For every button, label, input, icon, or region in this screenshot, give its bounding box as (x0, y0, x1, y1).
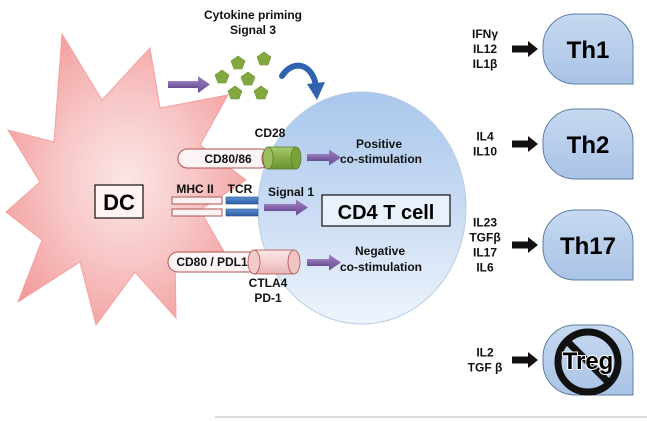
prohibition-icon (554, 328, 622, 396)
cytokine-label: IL6 (476, 261, 494, 275)
tcr-molecule (225, 196, 259, 217)
cytokine-label: IL1β (473, 57, 498, 71)
cytokine-label: TGFβ (469, 231, 500, 245)
negative-sublabel: co-stimulation (340, 260, 422, 274)
subset-arrow (512, 136, 538, 152)
cytokine-pentagon (240, 71, 256, 86)
mhc2-label: MHC II (176, 182, 213, 196)
cytokine-pentagon (256, 51, 272, 66)
subset-shape (542, 209, 634, 281)
ctla4-label: CTLA4 (249, 276, 288, 290)
dc-label-box (94, 184, 144, 219)
cytokine-label: TGF β (468, 361, 503, 375)
cd28-label: CD28 (255, 126, 286, 140)
cytokine-pentagons (214, 51, 272, 100)
subset-arrow (512, 237, 538, 253)
cytokine-pentagon (230, 55, 246, 70)
dc-cell-shape (5, 32, 247, 327)
cytokine-label: IL12 (473, 42, 497, 56)
cytokine-pentagon (253, 85, 269, 100)
tcr-label: TCR (228, 182, 253, 196)
cd80-86-label: CD80/86 (204, 152, 252, 166)
subset-label: Th17 (560, 233, 616, 260)
dc-label: DC (103, 190, 135, 215)
cd28-receptor (262, 146, 302, 170)
positive-costim-arrow (307, 149, 341, 166)
priming-arrow (168, 76, 210, 93)
cd80-pdl1-label: CD80 / PDL1 (176, 255, 248, 269)
pd1-label: PD-1 (254, 291, 282, 305)
negative-costim-arrow (307, 254, 341, 271)
negative-label: Negative (355, 244, 405, 258)
cytokine-pentagon (214, 69, 230, 84)
cytokine-label: IL2 (476, 346, 494, 360)
subset-shape (542, 108, 634, 180)
cytokine-label: IL23 (473, 216, 497, 230)
signal1-arrow (264, 199, 308, 216)
subset-shape (542, 13, 634, 85)
cytokine-label: IL4 (476, 130, 494, 144)
prohibition-slash (564, 338, 612, 386)
priming-curve-arrow (279, 62, 325, 100)
subset-label: Treg (563, 348, 614, 375)
subset-arrow (512, 41, 538, 57)
priming-subtitle: Signal 3 (230, 23, 276, 37)
subset-arrow (512, 352, 538, 368)
mhc2-molecule (171, 196, 223, 217)
priming-title: Cytokine priming (204, 8, 302, 22)
positive-sublabel: co-stimulation (340, 152, 422, 166)
subset-label: Th1 (567, 37, 610, 64)
cytokine-label: IL10 (473, 145, 497, 159)
cytokine-label: IFNγ (472, 27, 498, 41)
cytokine-pentagon (227, 85, 243, 100)
tcell-label: CD4 T cell (338, 202, 435, 224)
positive-label: Positive (356, 137, 402, 151)
subset-label: Th2 (567, 132, 610, 159)
ctla4-pd1-receptor (247, 249, 301, 275)
cytokine-label: IL17 (473, 246, 497, 260)
tcell-label-box (321, 194, 451, 227)
signal1-label: Signal 1 (268, 185, 314, 199)
